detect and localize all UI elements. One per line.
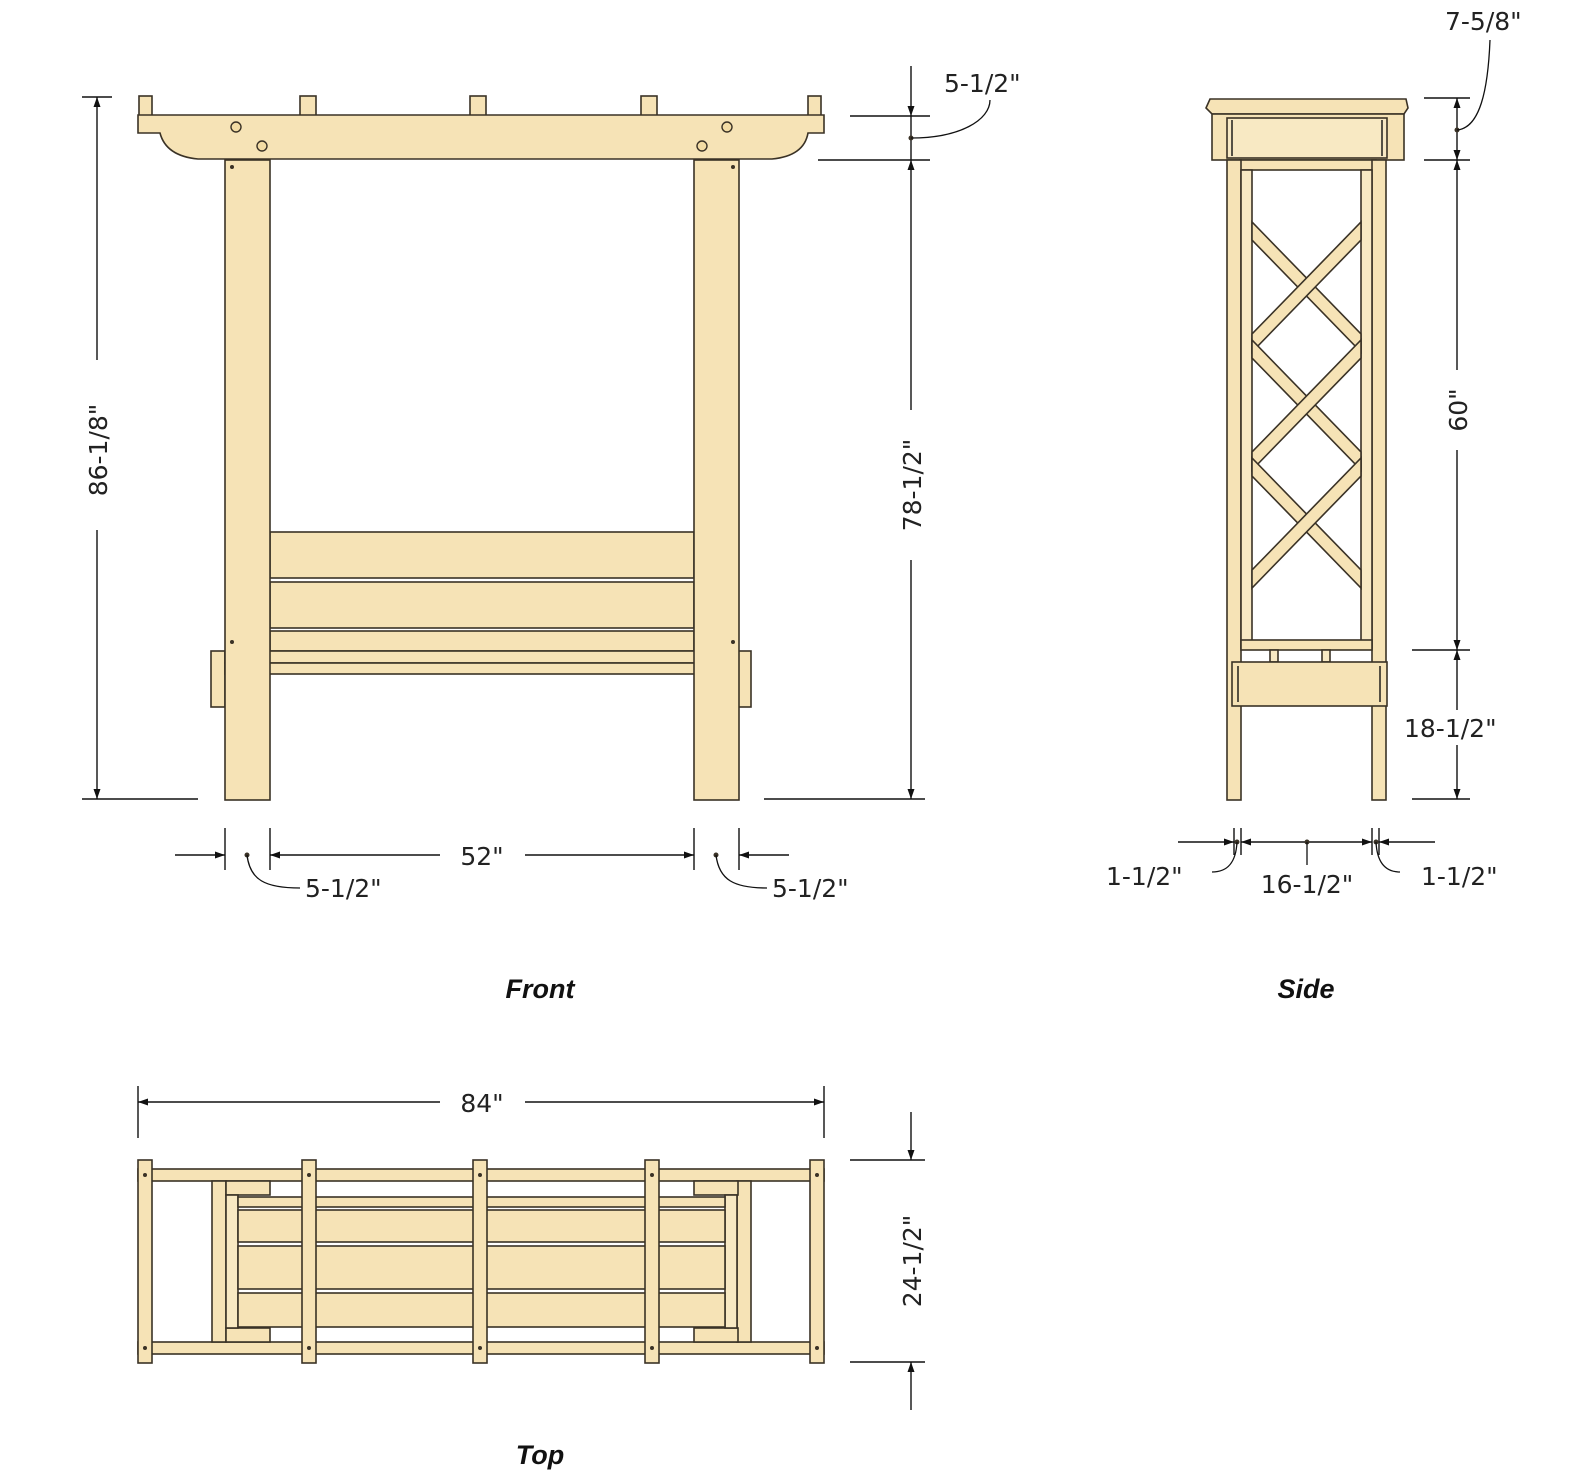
top-rafter-3 — [472, 1159, 488, 1364]
side-view-label: Side — [1277, 974, 1334, 1004]
front-left-post-width-label: 5-1/2" — [305, 874, 382, 903]
side-inner-width-label: 16-1/2" — [1261, 870, 1354, 899]
front-back-board-3 — [269, 630, 695, 652]
front-back-board-2 — [269, 581, 695, 629]
side-left-post-label: 1-1/2" — [1106, 862, 1183, 891]
side-view — [1205, 98, 1409, 801]
top-rafter-screws — [143, 1173, 819, 1350]
side-right-post-label: 1-1/2" — [1421, 862, 1498, 891]
top-rafter-5 — [809, 1159, 825, 1364]
top-view — [137, 1159, 825, 1364]
top-seat-frame-left — [211, 1180, 227, 1343]
front-right-post — [693, 159, 740, 801]
top-rafter-4 — [644, 1159, 660, 1364]
side-beam-end — [1226, 117, 1388, 159]
front-seat-rail-end-left — [210, 650, 226, 708]
front-rafter-ends — [138, 95, 822, 117]
side-seat-block — [1231, 661, 1388, 707]
front-top-beam — [137, 114, 825, 160]
front-dimensions: 86-1/8" 5-1/2" 78-1/2" 52" 5-1/2" 5-1/2" — [82, 66, 1021, 903]
front-back-board-1 — [269, 531, 695, 579]
side-top-cap-label: 7-5/8" — [1445, 7, 1522, 36]
side-trellis-bottom — [1240, 639, 1373, 651]
top-view-label: Top — [516, 1440, 564, 1470]
front-post-spacing-label: 52" — [460, 842, 503, 871]
top-rafter-1 — [137, 1159, 153, 1364]
front-beam-bolts — [230, 121, 733, 152]
side-lower-height-label: 18-1/2" — [1404, 714, 1497, 743]
front-view-label: Front — [506, 974, 576, 1004]
top-dimensions: 84" 24-1/2" — [137, 1086, 927, 1410]
front-seat-rail — [224, 650, 738, 664]
top-seat-frame-right — [736, 1180, 752, 1343]
front-right-post-width-label: 5-1/2" — [772, 874, 849, 903]
side-lattice — [1251, 220, 1362, 590]
top-rafter-2 — [301, 1159, 317, 1364]
front-beam-height-label: 5-1/2" — [944, 69, 1021, 98]
side-top-cap — [1205, 98, 1409, 115]
side-left-trellis-frame — [1240, 169, 1253, 649]
top-length-label: 84" — [460, 1089, 503, 1118]
front-post-height-label: 78-1/2" — [898, 439, 927, 532]
front-view — [137, 95, 825, 801]
front-overall-height-label: 86-1/8" — [84, 404, 113, 497]
front-seat-rail-lower — [224, 662, 738, 675]
side-trellis-height-label: 60" — [1444, 388, 1473, 431]
front-left-post — [224, 159, 271, 801]
side-dimensions: 7-5/8" 60" 18-1/2" 1-1/2" 16-1/2" 1-1/2" — [1106, 7, 1522, 899]
front-post-screws — [230, 165, 735, 644]
side-right-trellis-frame — [1360, 169, 1373, 649]
top-depth-label: 24-1/2" — [898, 1215, 927, 1308]
